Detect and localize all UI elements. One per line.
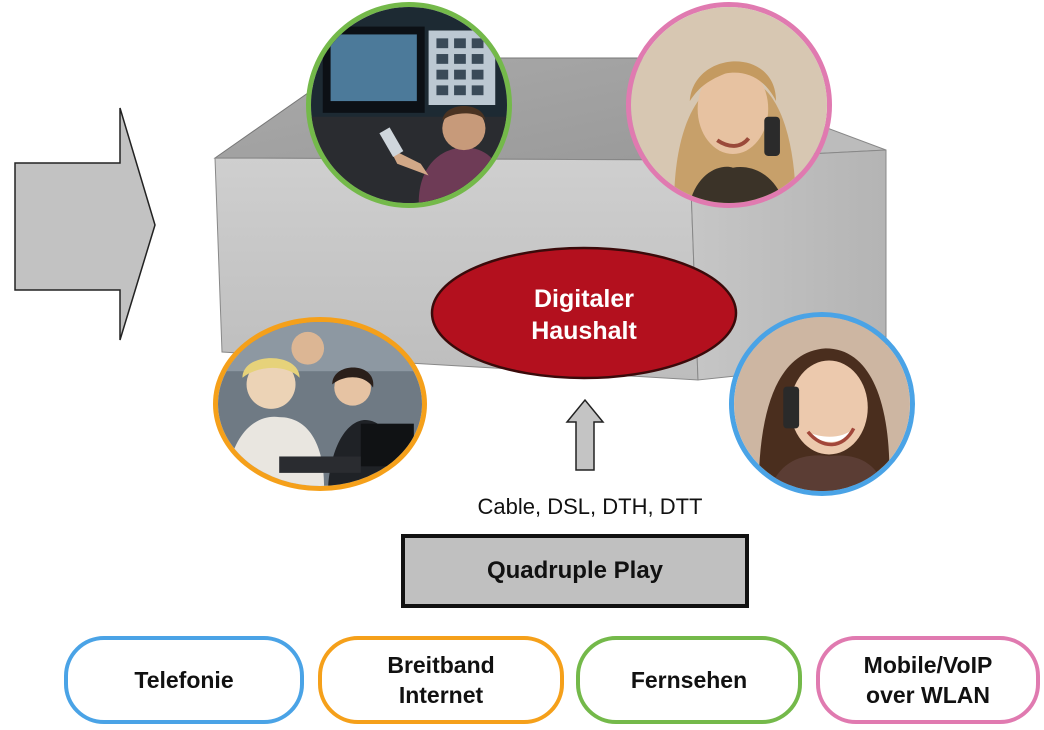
service-breitband-internet: Breitband Internet [318, 636, 564, 724]
service-fernsehen: Fernsehen [576, 636, 802, 724]
center-ellipse [430, 246, 738, 380]
technologies-label: Cable, DSL, DTH, DTT [477, 494, 703, 519]
quadruple-play-box: Quadruple Play [401, 534, 749, 608]
center-label-line1: Digitaler [533, 285, 635, 313]
center-label-line2: Haushalt [531, 317, 637, 345]
woman-on-phone-photo [626, 2, 832, 208]
center-label: Digitaler Haushalt [432, 250, 736, 380]
service-mobile-voip: Mobile/VoIP over WLAN [816, 636, 1040, 724]
service-label: Mobile/VoIP [863, 652, 993, 678]
service-label: Telefonie [134, 667, 234, 693]
service-label: over WLAN [866, 682, 990, 708]
service-label: Breitband [387, 652, 495, 678]
service-telefonie: Telefonie [64, 636, 304, 724]
service-label: Fernsehen [630, 667, 748, 693]
up-arrow-shape [565, 398, 605, 471]
service-label: Internet [398, 682, 484, 708]
tv-viewer-photo [306, 2, 512, 208]
people-at-computer-photo [213, 317, 427, 491]
woman-on-mobile-photo [729, 312, 915, 496]
big-arrow-shape [14, 107, 156, 341]
quadruple-play-label: Quadruple Play [486, 557, 664, 584]
